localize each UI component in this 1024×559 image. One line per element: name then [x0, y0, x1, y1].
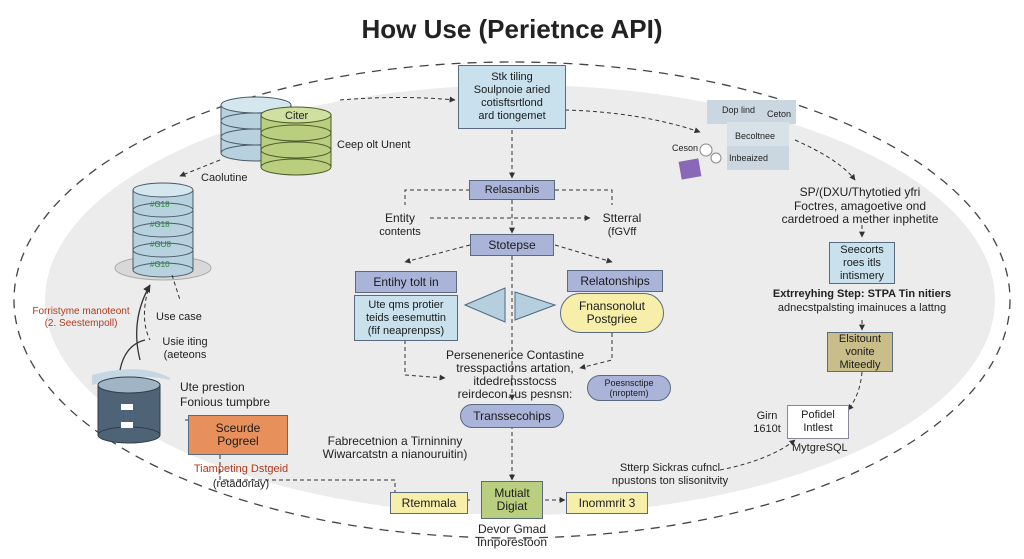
ceep-label: Ceep olt Unent	[337, 139, 411, 151]
relatonships-box: Relatonships	[567, 270, 663, 292]
devor-label: Devor Gmad Innporestoon	[476, 522, 548, 549]
card-label-1: Dop lind	[722, 105, 756, 115]
stterp-label: Stterp Sickras cufncl npustons ton sliso…	[611, 462, 729, 487]
disk-stack	[114, 182, 212, 281]
stacked-cards	[678, 100, 796, 180]
database-cylinder-green	[260, 106, 332, 176]
fnansonolut-box: Fnansonolut Postgriee	[560, 293, 664, 333]
card-label-4: Inbeaized	[729, 153, 769, 163]
center-arrow-shape	[463, 287, 557, 323]
card-label-3: Becoltnee	[735, 131, 776, 141]
tampeting-label: Tiampeting Dstgeid	[193, 463, 289, 475]
pofidel-box: Pofidel Intlest	[787, 405, 849, 439]
secure-box: Sceurde Pogreel	[188, 415, 288, 455]
mytgresql-label: MytgreSQL	[792, 442, 848, 454]
retadoriay-label: (retadoriay)	[212, 478, 270, 490]
database-dark	[92, 369, 170, 444]
usie-iting-label: Usie iting (aeteons	[162, 336, 208, 361]
ute-qms-box: Ute qms protier teids eesemuttin (fif ne…	[354, 295, 458, 341]
inommrit-box: Inommrit 3	[566, 492, 648, 514]
caolutine-label: Caolutine	[201, 172, 248, 184]
persenenerice-label: Persenenerice Contastine tresspactions a…	[445, 348, 585, 401]
citer-label: Citer	[285, 110, 309, 122]
contents-label: contents	[379, 226, 421, 238]
entithy-box: Entihy tolt in	[355, 271, 457, 293]
forristyme-label: Forristyme manoteont	[32, 306, 130, 317]
entity-label: Entity	[384, 211, 415, 225]
transsecohips-box: Transsecohips	[460, 404, 564, 428]
extrey-heading: Extrreyhing Step: STPA Tin nitiers	[772, 288, 952, 300]
mutialt-box: Mutialt Digiat	[481, 481, 543, 519]
disk-label-2: #G18	[150, 220, 170, 229]
outer-dashed-ring	[13, 61, 1011, 539]
ceson-label: Ceson	[672, 143, 699, 153]
extrey-sub: adnecstpalsting imainuces a lattng	[777, 302, 947, 314]
seestempoll-label: (2. Seestempoll)	[44, 318, 118, 329]
gvff-label: (fGVff	[607, 226, 637, 238]
seecorts-box: Seecorts roes itls intismery	[829, 242, 895, 284]
card-label-2: Ceton	[767, 109, 792, 119]
retemmala-box: Rtemmala	[390, 492, 468, 514]
stotepse-box: Stotepse	[470, 234, 554, 256]
relasanbis-box: Relasanbis	[469, 180, 555, 200]
disk-label-3: #GU8	[150, 240, 171, 249]
girn-label: Girn 1610t	[753, 410, 781, 435]
top-box: Stk tiling Soulpnoie aried cotisftsrtlon…	[458, 65, 566, 129]
sp-sub: Foctres, amagoetive ond cardetroed a met…	[781, 199, 939, 226]
use-case-label: Use case	[156, 311, 202, 323]
stterral-label: Stterral	[602, 211, 642, 225]
sp-heading: SP/(DXU/Thytotied yfri	[799, 185, 921, 199]
ute-prestion-label: Ute prestion	[180, 380, 245, 394]
fabrecetion-label: Fabrecetnion a Tirninniny Wiwarcatstn a …	[322, 434, 468, 461]
disk-label-1: #G18	[150, 200, 170, 209]
solid-arrows	[119, 284, 151, 371]
diagram-title: How Use (Perietnce API)	[361, 14, 663, 44]
fonious-label: Fonious tumpbre	[180, 395, 271, 409]
poosenscipe-box: Poesnsctipe (nroptem)	[587, 375, 671, 401]
elsitount-box: Elsitount vonite Miteedly	[827, 332, 893, 372]
disk-label-4: #G10	[150, 260, 170, 269]
